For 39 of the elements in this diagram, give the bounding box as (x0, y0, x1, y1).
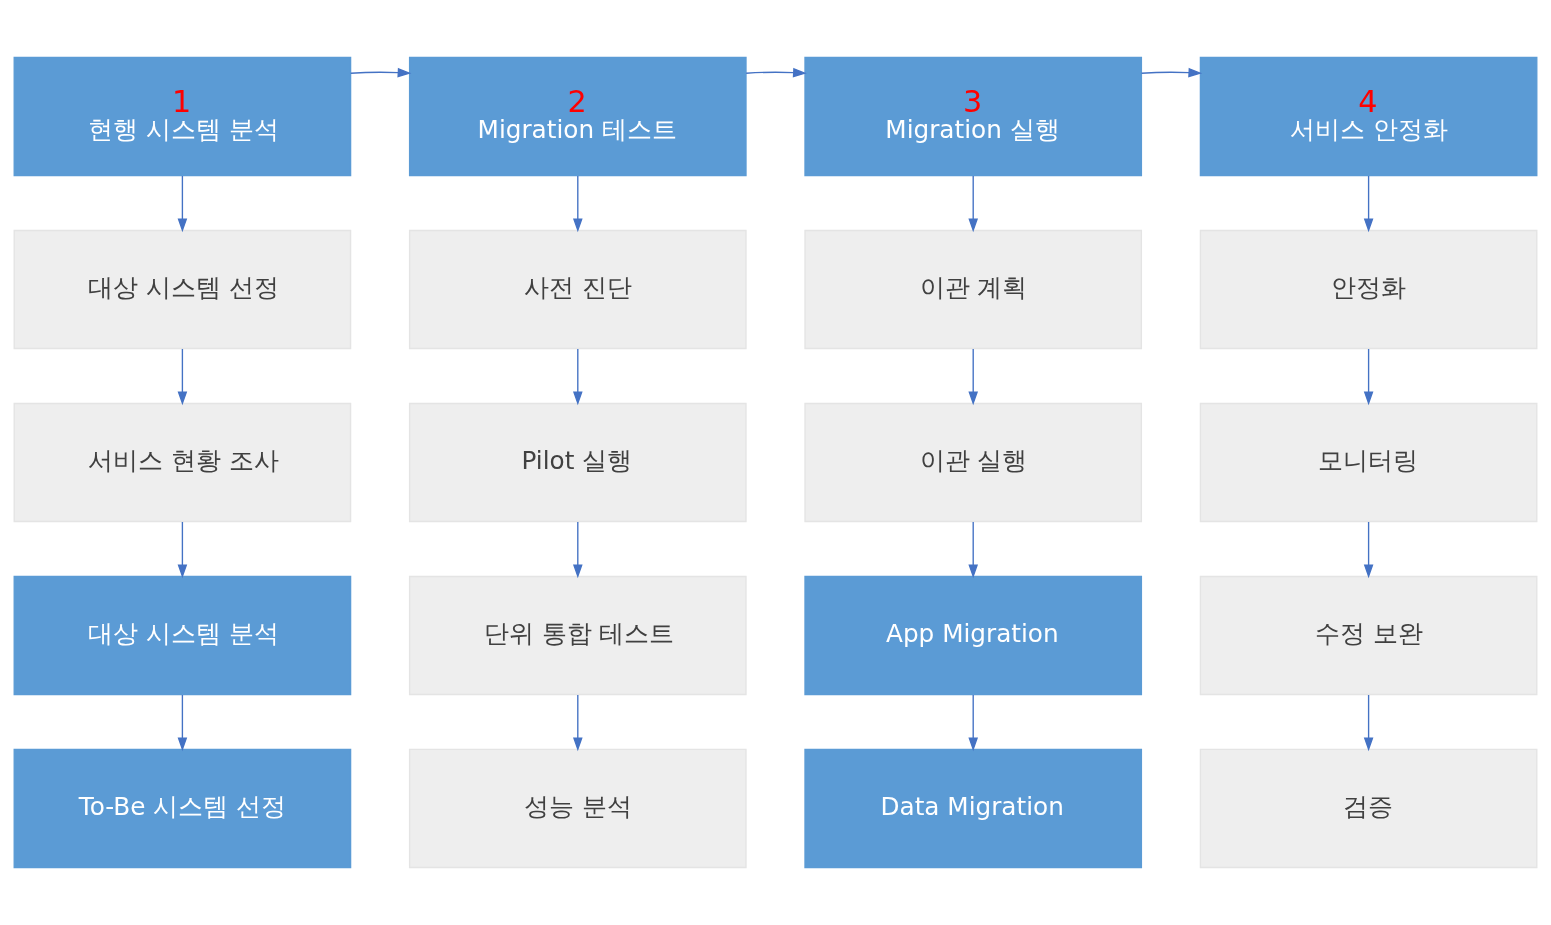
arrow (573, 521, 583, 579)
arrow (1363, 694, 1374, 752)
node-box: 단위 통합 테스트 (408, 575, 747, 696)
node-box: 이관 계획 (804, 229, 1143, 350)
arrow (1363, 521, 1374, 579)
node-box: 검증 (1199, 748, 1538, 869)
arrow (968, 175, 978, 233)
arrow (177, 694, 188, 752)
node-box: Pilot 실행 (408, 402, 747, 523)
node-box: 2 Migration 테스트 (408, 56, 747, 177)
arrow (745, 67, 807, 78)
arrow (1363, 175, 1374, 233)
node-box: 대상 시스템 선정 (13, 229, 352, 350)
node-box: 모니터링 (1199, 402, 1538, 523)
node-box: To-Be 시스템 선정 (13, 748, 352, 869)
node-box: 대상 시스템 분석 (13, 575, 352, 696)
node-box: 이관 실행 (804, 402, 1143, 523)
node-box: 수정 보완 (1199, 575, 1538, 696)
arrow (573, 348, 583, 406)
arrow (350, 67, 412, 78)
node-box: App Migration (804, 575, 1143, 696)
arrow (1363, 348, 1374, 406)
arrow (573, 694, 583, 752)
arrow (177, 175, 188, 233)
arrow (177, 521, 188, 579)
arrow (177, 348, 188, 406)
arrow (968, 521, 978, 579)
node-box: 3 Migration 실행 (804, 56, 1143, 177)
arrow (1140, 67, 1203, 78)
node-box: 서비스 현황 조사 (13, 402, 352, 523)
node-box: 4 서비스 안정화 (1199, 56, 1538, 177)
node-box: 성능 분석 (408, 748, 747, 869)
node-box: 1 현행 시스템 분석 (13, 56, 352, 177)
node-box: Data Migration (804, 748, 1143, 869)
arrow (968, 348, 978, 406)
arrow (573, 175, 583, 233)
node-box: 사전 진단 (408, 229, 747, 350)
node-box: 안정화 (1199, 229, 1538, 350)
arrow (968, 694, 978, 752)
